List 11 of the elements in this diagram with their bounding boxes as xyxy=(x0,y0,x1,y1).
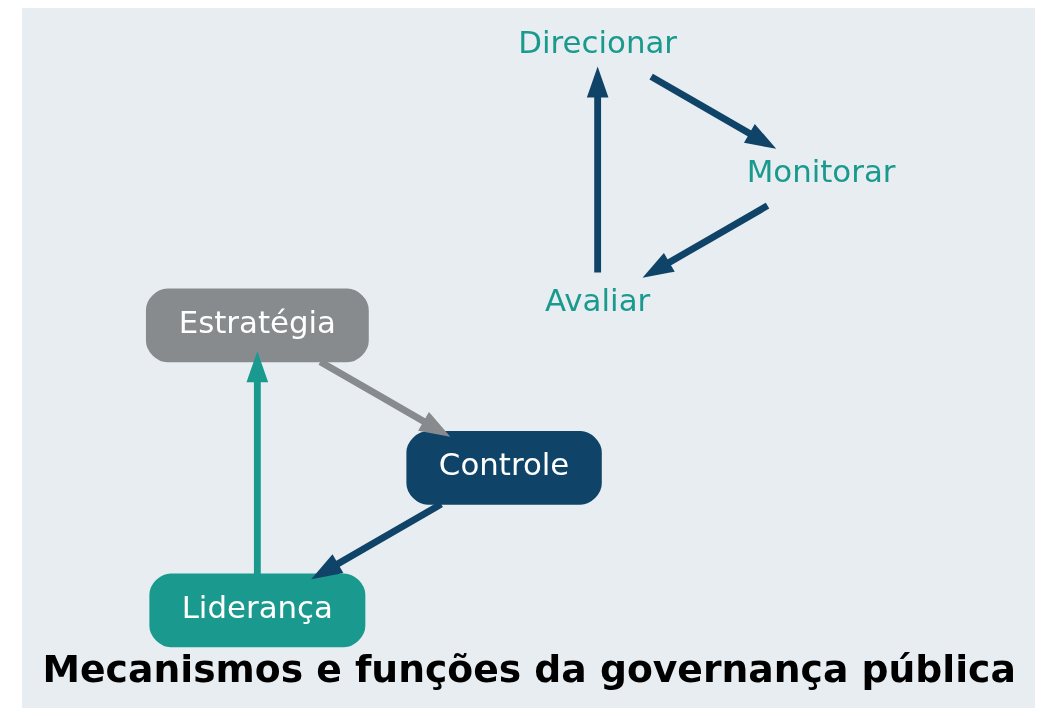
node-box: Liderança xyxy=(149,573,366,648)
node-text: Monitorar xyxy=(746,153,896,190)
node-box: Controle xyxy=(406,430,602,505)
arrow xyxy=(649,73,777,149)
node-box: Estratégia xyxy=(145,288,369,363)
arrow xyxy=(246,351,269,575)
arrow xyxy=(311,501,443,580)
caption: Mecanismos e funções da governança pública xyxy=(42,646,1016,691)
arrow xyxy=(642,202,770,278)
node-text: Direcionar xyxy=(518,24,678,61)
node-text: Avaliar xyxy=(545,282,651,319)
